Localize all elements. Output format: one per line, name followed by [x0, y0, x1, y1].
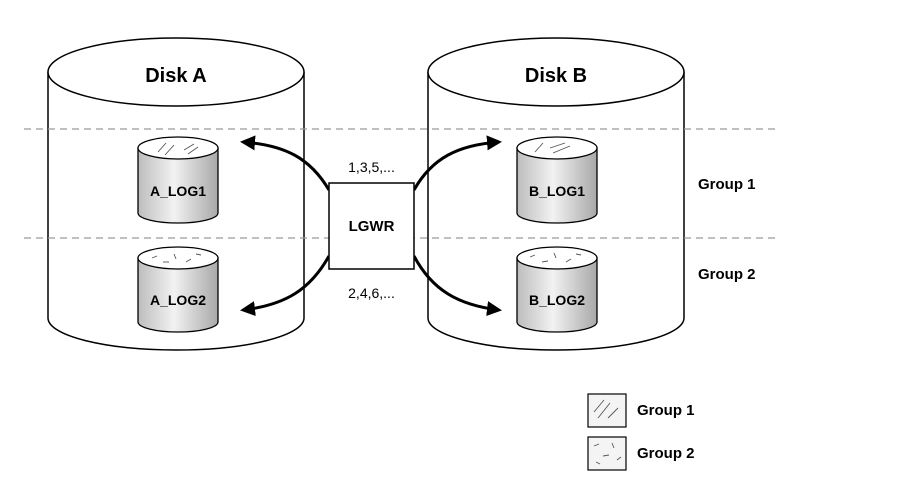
- legend-swatch-hatch-icon: [587, 393, 627, 428]
- sequence-odd: 1,3,5,...: [348, 159, 395, 175]
- sequence-even: 2,4,6,...: [348, 285, 395, 301]
- legend-item-group-2: Group 2: [587, 436, 695, 471]
- disk-b-title: Disk B: [525, 65, 587, 87]
- legend-swatch-speckle-icon: [587, 436, 627, 471]
- lgwr-process: LGWR: [328, 182, 415, 270]
- arrow-to-b-log1: [412, 135, 502, 191]
- legend-label-group-2: Group 2: [637, 445, 695, 462]
- b-log1-label: B_LOG1: [529, 183, 585, 199]
- group-1-label: Group 1: [698, 176, 756, 193]
- log-file-a-log1: A_LOG1: [137, 136, 219, 224]
- a-log2-label: A_LOG2: [150, 292, 206, 308]
- lgwr-label: LGWR: [349, 218, 395, 235]
- group-2-label: Group 2: [698, 266, 756, 283]
- legend-label-group-1: Group 1: [637, 402, 695, 419]
- b-log2-label: B_LOG2: [529, 292, 585, 308]
- arrow-to-b-log2: [412, 255, 502, 316]
- arrow-to-a-log2: [240, 255, 331, 317]
- log-file-b-log2: B_LOG2: [516, 246, 598, 333]
- log-file-b-log1: B_LOG1: [516, 136, 598, 224]
- disk-a-title: Disk A: [145, 65, 207, 87]
- legend-item-group-1: Group 1: [587, 393, 695, 428]
- log-file-a-log2: A_LOG2: [137, 246, 219, 333]
- arrow-to-a-log1: [240, 135, 331, 191]
- write-arrows: [240, 135, 502, 317]
- legend: Group 1 Group 2: [587, 393, 695, 471]
- a-log1-label: A_LOG1: [150, 183, 206, 199]
